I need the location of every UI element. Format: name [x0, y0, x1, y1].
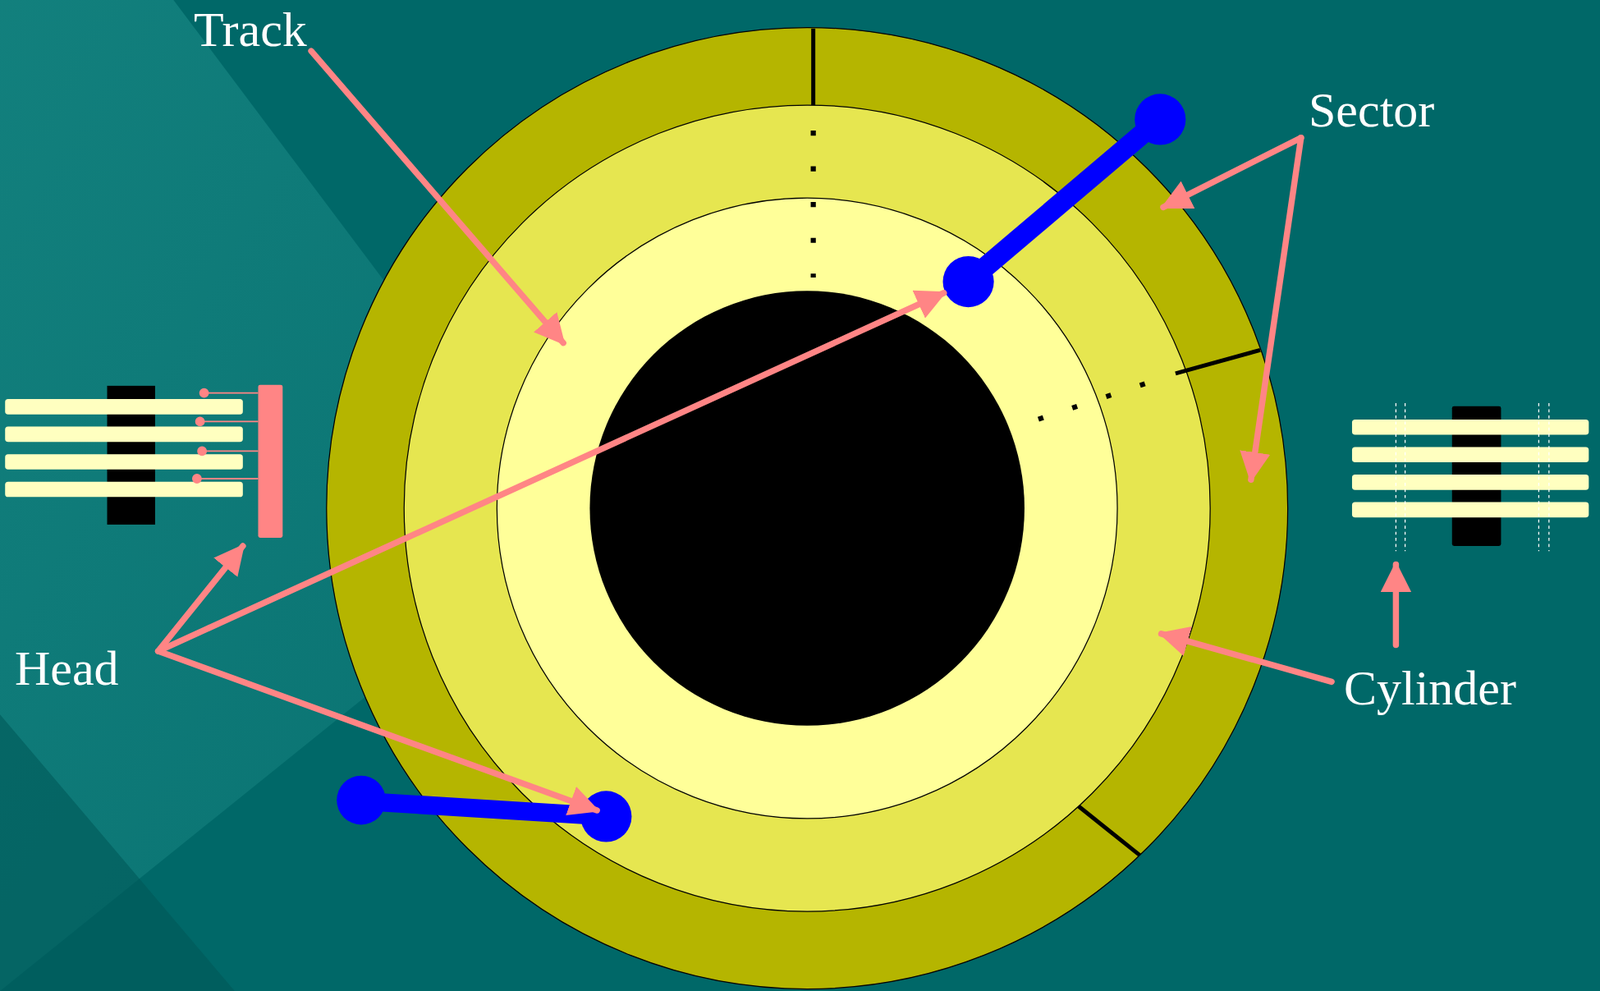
part-label: Sector [1308, 85, 1435, 135]
part-label: Track [193, 4, 308, 55]
part-label: Head [14, 643, 120, 693]
part-label: Cylinder [1343, 663, 1517, 713]
